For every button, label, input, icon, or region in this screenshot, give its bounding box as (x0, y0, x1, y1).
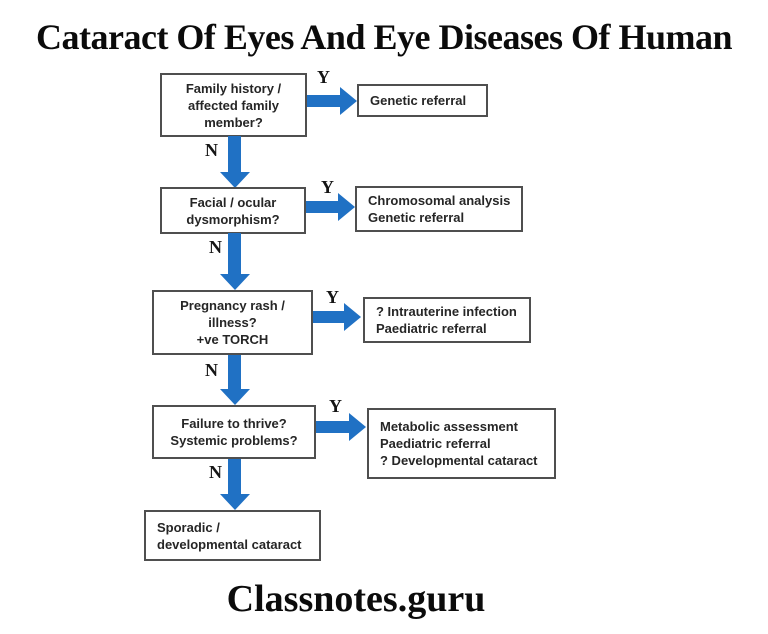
arrow-right-icon (340, 87, 357, 115)
arrow-down-shaft (228, 136, 241, 173)
outcome-box-genetic-referral: Genetic referral (357, 84, 488, 117)
box-line: developmental cataract (157, 536, 302, 552)
arrow-right-shaft (313, 311, 346, 323)
no-label: N (209, 237, 222, 257)
watermark-classnotes: Classnotes.guru (226, 578, 486, 620)
arrow-right-shaft (307, 95, 342, 107)
outcome-box-chromosomal-analysis: Chromosomal analysis Genetic referral (355, 186, 523, 232)
no-label: N (205, 360, 218, 380)
terminal-box-sporadic-cataract: Sporadic / developmental cataract (144, 510, 321, 561)
box-line: Genetic referral (368, 210, 465, 225)
yes-label: Y (329, 396, 342, 416)
arrow-down-icon (220, 172, 250, 188)
box-line: member? (204, 114, 263, 130)
box-line: Family history / (185, 80, 282, 96)
outcome-box-intrauterine-infection: ? Intrauterine infection Paediatric refe… (363, 297, 531, 343)
outcome-box-metabolic-assessment: Metabolic assessment Paediatric referral… (367, 408, 556, 479)
no-label: N (205, 140, 218, 160)
box-line: Failure to thrive? (181, 416, 287, 431)
arrow-right-icon (338, 193, 355, 221)
box-line: +ve TORCH (196, 332, 269, 347)
box-line: Paediatric referral (380, 436, 491, 451)
box-line: Chromosomal analysis (368, 193, 511, 208)
decision-box-pregnancy-rash: Pregnancy rash / illness? +ve TORCH (152, 290, 313, 355)
decision-box-dysmorphism: Facial / ocular dysmorphism? (160, 187, 306, 234)
arrow-right-shaft (316, 421, 351, 433)
decision-box-failure-to-thrive: Failure to thrive? Systemic problems? (152, 405, 316, 459)
arrow-down-icon (220, 389, 250, 405)
decision-box-family-history: Family history / affected family member? (160, 73, 307, 137)
box-line: dysmorphism? (186, 211, 280, 227)
yes-label: Y (326, 287, 339, 307)
arrow-down-shaft (228, 233, 241, 275)
arrow-right-shaft (306, 201, 340, 213)
box-line: Facial / ocular (189, 194, 277, 210)
box-line: Metabolic assessment (380, 419, 519, 434)
arrow-down-shaft (228, 459, 241, 495)
box-line: Pregnancy rash / (180, 298, 285, 313)
box-line: Sporadic / (157, 519, 220, 535)
box-line: illness? (208, 315, 257, 330)
yes-label: Y (317, 67, 330, 87)
arrow-down-shaft (228, 355, 241, 390)
box-line: affected family (187, 97, 280, 113)
yes-label: Y (321, 177, 334, 197)
page-title: Cataract Of Eyes And Eye Diseases Of Hum… (36, 17, 732, 57)
box-line: ? Developmental cataract (380, 453, 538, 468)
box-line: Systemic problems? (170, 433, 298, 448)
box-line: Paediatric referral (376, 321, 487, 336)
arrow-down-icon (220, 274, 250, 290)
no-label: N (209, 462, 222, 482)
arrow-down-icon (220, 494, 250, 510)
box-line: ? Intrauterine infection (376, 304, 517, 319)
box-line: Genetic referral (370, 93, 467, 108)
arrow-right-icon (349, 413, 366, 441)
arrow-right-icon (344, 303, 361, 331)
